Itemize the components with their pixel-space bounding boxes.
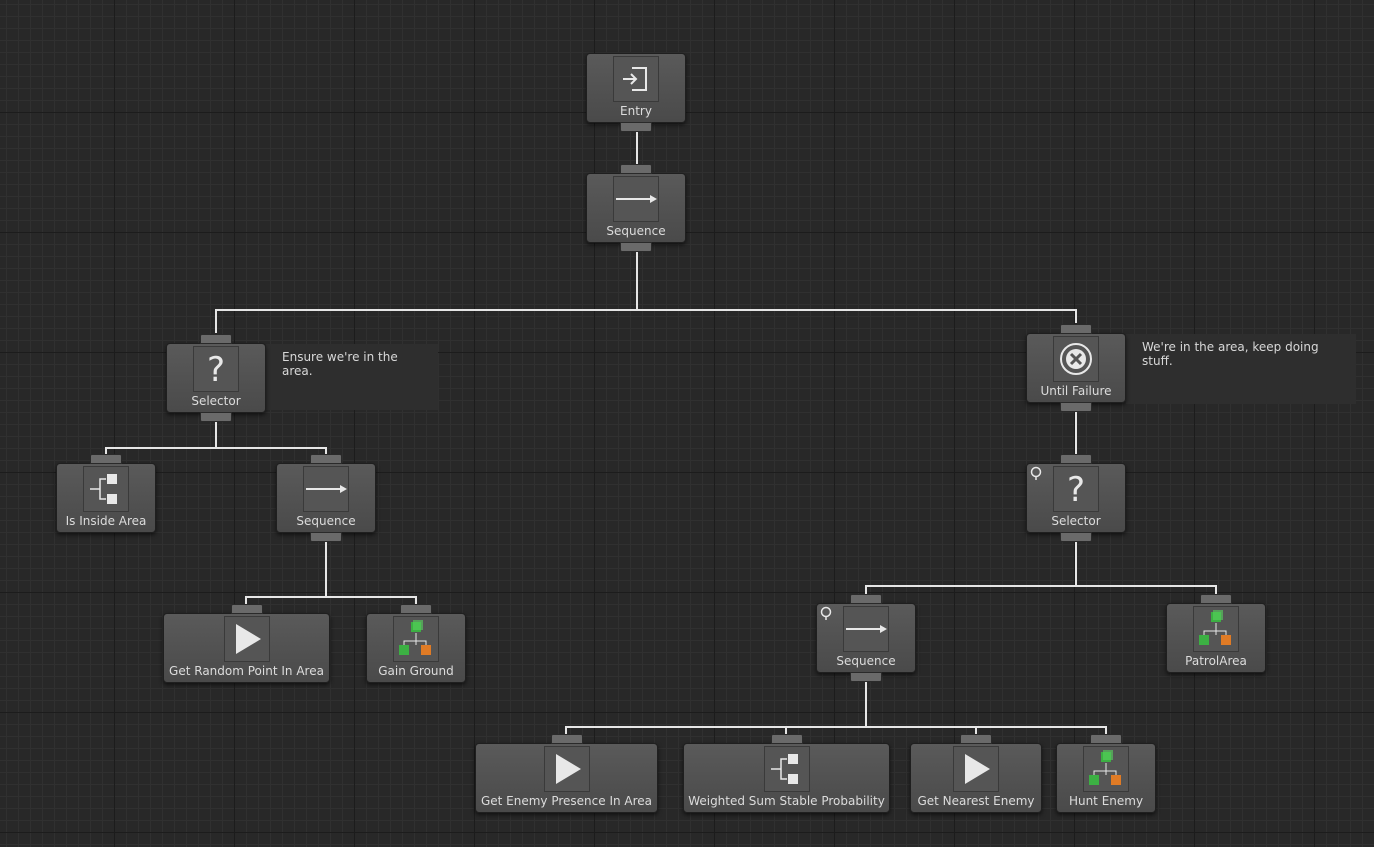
subtree-cubes-icon bbox=[393, 616, 439, 662]
comment-ensure-in-area[interactable]: Ensure we're in the area. bbox=[266, 344, 438, 410]
node-label: Selector bbox=[1051, 514, 1101, 528]
node-weighted-sum[interactable]: Weighted Sum Stable Probability bbox=[683, 734, 890, 813]
node-label: Get Enemy Presence In Area bbox=[480, 794, 653, 808]
sequence-arrow-icon bbox=[843, 606, 889, 652]
node-label: Selector bbox=[191, 394, 241, 408]
node-label: Weighted Sum Stable Probability bbox=[688, 794, 885, 808]
subtree-cubes-icon bbox=[1083, 746, 1129, 792]
node-until-failure[interactable]: Until Failure bbox=[1026, 324, 1126, 412]
output-port[interactable] bbox=[620, 242, 652, 252]
input-port[interactable] bbox=[850, 594, 882, 604]
input-port[interactable] bbox=[1060, 324, 1092, 334]
question-mark-icon: ? bbox=[193, 346, 239, 392]
input-port[interactable] bbox=[550, 734, 583, 744]
node-label: Until Failure bbox=[1040, 384, 1112, 398]
input-port[interactable] bbox=[90, 454, 122, 464]
question-mark-icon: ? bbox=[1053, 466, 1099, 512]
input-port[interactable] bbox=[1060, 454, 1092, 464]
entry-icon bbox=[613, 56, 659, 102]
repeat-icon bbox=[819, 606, 833, 620]
repeat-icon bbox=[1029, 466, 1043, 480]
node-root-sequence[interactable]: Sequence bbox=[586, 164, 686, 252]
condition-branch-icon bbox=[83, 466, 129, 512]
node-is-inside-area[interactable]: Is Inside Area bbox=[56, 454, 156, 533]
node-label: Sequence bbox=[606, 224, 666, 238]
input-port[interactable] bbox=[1090, 734, 1122, 744]
subtree-cubes-icon bbox=[1193, 606, 1239, 652]
svg-text:?: ? bbox=[207, 350, 225, 390]
node-left-sequence[interactable]: Sequence bbox=[276, 454, 376, 542]
sequence-arrow-icon bbox=[303, 466, 349, 512]
output-port[interactable] bbox=[200, 412, 232, 422]
output-port[interactable] bbox=[1060, 402, 1092, 412]
input-port[interactable] bbox=[200, 334, 232, 344]
comment-text: We're in the area, keep doing stuff. bbox=[1142, 340, 1319, 368]
node-label: Get Nearest Enemy bbox=[917, 794, 1035, 808]
condition-branch-icon bbox=[763, 746, 810, 792]
play-icon bbox=[223, 616, 270, 662]
input-port[interactable] bbox=[1200, 594, 1232, 604]
node-patrol-area[interactable]: PatrolArea bbox=[1166, 594, 1266, 673]
node-get-nearest-enemy[interactable]: Get Nearest Enemy bbox=[910, 734, 1042, 813]
comment-text: Ensure we're in the area. bbox=[282, 350, 398, 378]
sequence-arrow-icon bbox=[613, 176, 659, 222]
node-label: Is Inside Area bbox=[65, 514, 147, 528]
node-label: Sequence bbox=[296, 514, 356, 528]
node-entry[interactable]: Entry bbox=[586, 53, 686, 132]
output-port[interactable] bbox=[310, 532, 342, 542]
play-icon bbox=[953, 746, 999, 792]
output-port[interactable] bbox=[1060, 532, 1092, 542]
input-port[interactable] bbox=[770, 734, 803, 744]
node-right-sequence[interactable]: Sequence bbox=[816, 594, 916, 682]
node-gain-ground[interactable]: Gain Ground bbox=[366, 604, 466, 683]
until-failure-icon bbox=[1053, 336, 1099, 382]
node-label: Hunt Enemy bbox=[1068, 794, 1144, 808]
svg-text:?: ? bbox=[1067, 470, 1085, 510]
node-label: Gain Ground bbox=[378, 664, 454, 678]
node-label: Entry bbox=[620, 104, 652, 118]
comment-keep-doing-stuff[interactable]: We're in the area, keep doing stuff. bbox=[1126, 334, 1356, 404]
input-port[interactable] bbox=[310, 454, 342, 464]
node-label: Sequence bbox=[836, 654, 896, 668]
input-port[interactable] bbox=[960, 734, 992, 744]
input-port[interactable] bbox=[620, 164, 652, 174]
node-right-selector[interactable]: ? Selector bbox=[1026, 454, 1126, 542]
node-get-random-point[interactable]: Get Random Point In Area bbox=[163, 604, 330, 683]
node-label: PatrolArea bbox=[1185, 654, 1247, 668]
node-get-enemy-presence[interactable]: Get Enemy Presence In Area bbox=[475, 734, 658, 813]
input-port[interactable] bbox=[230, 604, 263, 614]
input-port[interactable] bbox=[400, 604, 432, 614]
node-label: Get Random Point In Area bbox=[169, 664, 324, 678]
output-port[interactable] bbox=[620, 122, 652, 132]
play-icon bbox=[543, 746, 590, 792]
node-hunt-enemy[interactable]: Hunt Enemy bbox=[1056, 734, 1156, 813]
output-port[interactable] bbox=[850, 672, 882, 682]
node-left-selector[interactable]: ? Selector bbox=[166, 334, 266, 422]
